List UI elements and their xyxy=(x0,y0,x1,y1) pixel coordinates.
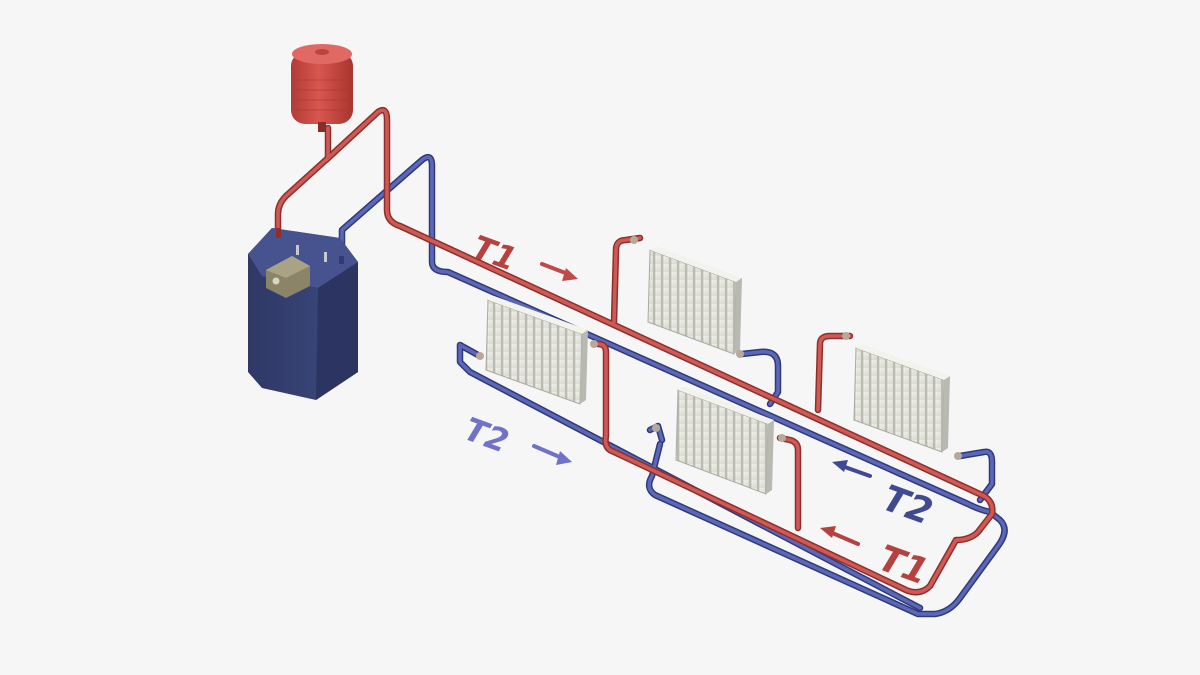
radiator-valves xyxy=(476,236,962,460)
supply-pipes xyxy=(274,107,996,596)
radiator xyxy=(647,246,742,355)
radiator xyxy=(853,344,950,453)
supply-label-top: T1 xyxy=(467,228,521,279)
radiator xyxy=(675,386,774,495)
flow-arrow xyxy=(540,262,578,281)
expansion-tank xyxy=(291,44,353,132)
control-unit xyxy=(266,256,310,298)
boiler xyxy=(248,228,358,400)
flow-arrow xyxy=(832,460,872,478)
flow-arrow xyxy=(820,526,860,546)
flow-arrow xyxy=(532,444,572,465)
return-label-left: T2 xyxy=(459,410,513,461)
return-pipes xyxy=(338,153,1008,618)
radiator xyxy=(485,296,588,405)
